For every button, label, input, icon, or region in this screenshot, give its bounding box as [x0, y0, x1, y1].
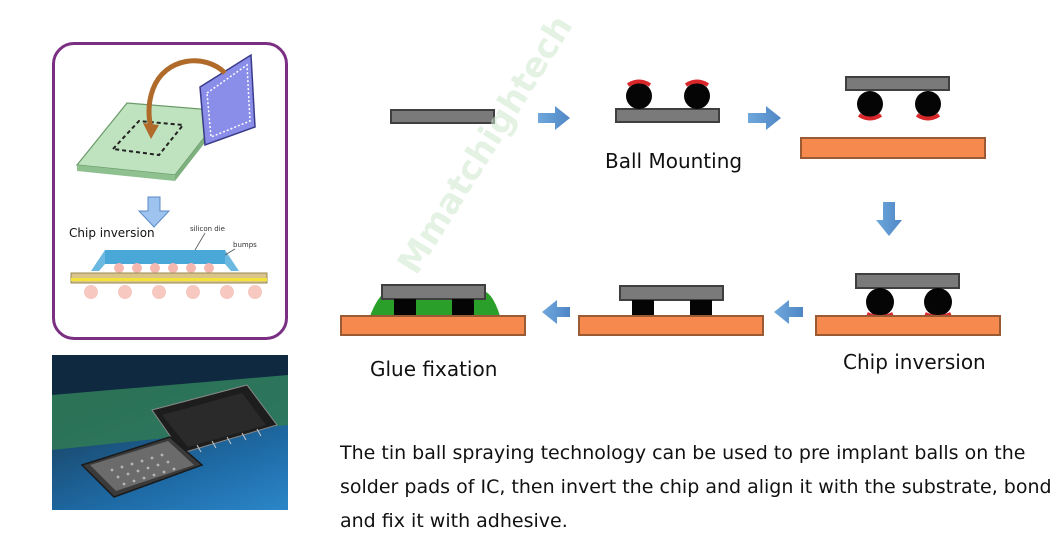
chip-inversion-label: Chip inversion [843, 350, 986, 374]
bumps-label: bumps [233, 241, 257, 249]
step2-ball-right [684, 83, 710, 109]
inset-chip-inversion-label: Chip inversion [69, 226, 155, 240]
bottom-balls [84, 285, 262, 299]
step3-ball-left [857, 91, 883, 117]
step2-ball-left [626, 83, 652, 109]
arrow-left-1 [774, 300, 803, 324]
step1-chip [390, 109, 495, 124]
down-arrow-icon [137, 196, 171, 228]
step4-ball-left [866, 288, 894, 316]
bumps-row [114, 263, 214, 273]
description-line-1: The tin ball spraying technology can be … [340, 442, 1026, 464]
glue-fixation-label: Glue fixation [370, 357, 498, 381]
flipping-chip [199, 53, 256, 147]
chip-footprint-outline [110, 119, 185, 157]
step5-substrate [578, 315, 764, 336]
step2-chip [615, 108, 720, 123]
description-text: The tin ball spraying technology can be … [340, 436, 1052, 538]
step4-substrate [815, 315, 1001, 336]
description-line-2: solder pads of IC, then invert the chip … [340, 476, 1052, 498]
arrow-right-2 [748, 106, 781, 130]
description-line-3: and fix it with adhesive. [340, 510, 568, 532]
silicon-die [105, 250, 225, 264]
flip-chip-inset: Chip inversion silicon die bumps [52, 42, 288, 340]
arrow-down [876, 202, 902, 236]
step6-substrate [340, 315, 526, 336]
step6-chip [381, 284, 486, 300]
process-flow-diagram [340, 76, 1001, 336]
step3-ball-right [915, 91, 941, 117]
arrow-right-1 [538, 106, 570, 130]
step4-ball-right [924, 288, 952, 316]
step6-joint-left [394, 299, 416, 316]
bga-photo-art [52, 355, 288, 498]
ball-mounting-label: Ball Mounting [605, 149, 743, 173]
step4-chip [855, 273, 960, 289]
step3-substrate [800, 137, 986, 159]
step5-joint-right [690, 300, 712, 316]
step3-chip [845, 76, 950, 91]
step6-joint-right [452, 299, 474, 316]
step5-joint-left [632, 300, 654, 316]
flip-arrow [146, 58, 227, 130]
step5-chip [619, 285, 724, 301]
bga-chip-photo [52, 355, 288, 510]
arrow-left-2 [542, 300, 570, 324]
silicon-die-label: silicon die [190, 225, 225, 233]
flip-chip-illustration [70, 53, 268, 299]
